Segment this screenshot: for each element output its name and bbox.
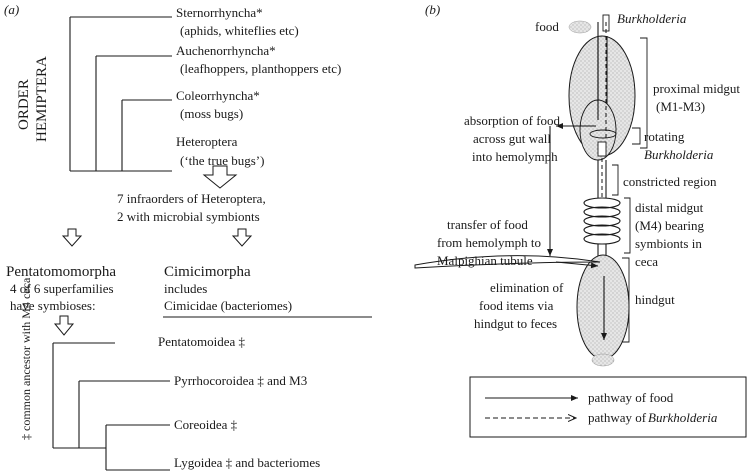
infraorders-line1: 7 infraorders of Heteroptera,	[117, 191, 266, 206]
order-label-line2: HEMIPTERA	[34, 56, 50, 142]
absorption-line1: absorption of food	[464, 113, 561, 128]
distal-line4: ceca	[635, 254, 658, 269]
taxon-coleorrhyncha-note: (moss bugs)	[180, 106, 243, 121]
open-arrow-down-icon	[202, 165, 238, 189]
panel-b: (b) food	[414, 2, 747, 438]
transfer-line1: transfer of food	[447, 217, 528, 232]
open-arrow-down-icon	[53, 315, 75, 336]
panel-a: (a) ORDER HEMIPTERA Sternorrhyncha* (aph…	[4, 2, 372, 471]
elimination-line2: food items via	[479, 298, 554, 313]
legend-food-label: pathway of food	[588, 390, 674, 405]
panel-a-label: (a)	[4, 2, 19, 17]
food-pathway	[547, 22, 607, 340]
rotating-line1: rotating	[644, 129, 685, 144]
pentatomomorpha-line1: 4 of 6 superfamilies	[10, 281, 114, 296]
absorption-line2: across gut wall	[473, 131, 551, 146]
taxon-sternorrhyncha: Sternorrhyncha*	[176, 5, 263, 20]
feces-particle	[591, 353, 615, 367]
legend: pathway of food pathway of Burkholderia	[469, 376, 747, 438]
rotating-line2: Burkholderia	[644, 147, 714, 162]
superfamily-pentatomoidea: Pentatomoidea ‡	[158, 334, 246, 349]
taxon-auchenorrhyncha-note: (leafhoppers, planthoppers etc)	[180, 61, 341, 76]
elimination-line3: hindgut to feces	[474, 316, 557, 331]
taxon-sternorrhyncha-note: (aphids, whiteflies etc)	[180, 23, 299, 38]
superfamily-coreoidea: Coreoidea ‡	[174, 417, 238, 432]
cimicimorpha-title: Cimicimorpha	[164, 264, 251, 280]
infraorders-line2: 2 with microbial symbionts	[117, 209, 260, 224]
taxon-auchenorrhyncha: Auchenorrhyncha*	[176, 43, 276, 58]
legend-burk-name: Burkholderia	[648, 410, 718, 425]
burkholderia-pathway	[589, 14, 617, 198]
elimination-line1: elimination of	[490, 280, 564, 295]
taxon-heteroptera-note: (‘the true bugs’)	[180, 153, 264, 168]
food-particle	[568, 20, 592, 34]
taxon-heteroptera: Heteroptera	[176, 134, 238, 149]
superfamily-lygoidea: Lygoidea ‡ and bacteriomes	[174, 455, 320, 470]
legend-burk-label: pathway of	[588, 410, 647, 425]
open-arrow-down-icon	[231, 228, 253, 247]
panel-b-label: (b)	[425, 2, 440, 17]
cimicimorpha-line1: includes	[164, 281, 207, 296]
cimicimorpha-line2: Cimicidae (bacteriomes)	[164, 298, 292, 313]
pentatomomorpha-title: Pentatomomorpha	[6, 264, 116, 280]
pentatomomorpha-line2: have symbioses:	[10, 298, 96, 313]
superfamily-cladogram	[52, 342, 170, 471]
order-label-line1: ORDER	[16, 79, 32, 130]
transfer-line2: from hemolymph to	[437, 235, 541, 250]
distal-line1: distal midgut	[635, 200, 704, 215]
food-label: food	[535, 19, 559, 34]
distal-line2: (M4) bearing	[635, 218, 704, 233]
taxon-coleorrhyncha: Coleorrhyncha*	[176, 88, 260, 103]
proximal-line2: (M1-M3)	[656, 99, 705, 114]
constricted-label: constricted region	[623, 174, 717, 189]
distal-line3: symbionts in	[635, 236, 702, 251]
open-arrow-down-icon	[61, 228, 83, 247]
burkholderia-label-top: Burkholderia	[617, 11, 687, 26]
hemiptera-cladogram	[69, 16, 172, 172]
hindgut-label: hindgut	[635, 292, 675, 307]
superfamily-pyrrhocoroidea: Pyrrhocoroidea ‡ and M3	[174, 373, 307, 388]
transfer-line3: Malpighian tubule	[437, 253, 533, 268]
absorption-line3: into hemolymph	[472, 149, 558, 164]
proximal-line1: proximal midgut	[653, 81, 740, 96]
right-brackets	[612, 37, 648, 343]
ancestor-label: ‡ common ancestor with M4 ceca	[19, 277, 33, 440]
